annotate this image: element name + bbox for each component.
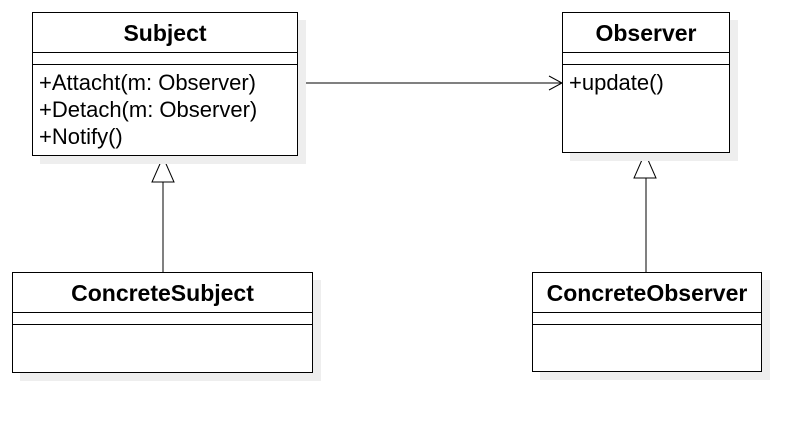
attributes-compartment [563, 53, 729, 65]
class-concrete-observer[interactable]: ConcreteObserver [532, 272, 762, 372]
operation-item: +Notify() [39, 124, 123, 149]
class-subject[interactable]: Subject +Attacht(m: Observer) +Detach(m:… [32, 12, 298, 156]
operations-compartment [13, 325, 312, 329]
class-name: Observer [563, 13, 729, 53]
generalization-triangle-subject [151, 155, 175, 183]
operations-compartment: +Attacht(m: Observer) +Detach(m: Observe… [33, 65, 297, 150]
operation-item: +update() [569, 70, 664, 95]
operation-item: +Attacht(m: Observer) [39, 70, 257, 95]
class-concrete-subject[interactable]: ConcreteSubject [12, 272, 313, 373]
attributes-compartment [533, 313, 761, 325]
class-name: ConcreteObserver [533, 273, 761, 313]
class-observer[interactable]: Observer +update() [562, 12, 730, 153]
operations-compartment [533, 325, 761, 329]
class-name: ConcreteSubject [13, 273, 312, 313]
generalization-triangle-observer [633, 151, 657, 179]
operations-compartment: +update() [563, 65, 729, 96]
attributes-compartment [13, 313, 312, 325]
class-name: Subject [33, 13, 297, 53]
operation-item: +Detach(m: Observer) [39, 97, 258, 122]
attributes-compartment [33, 53, 297, 65]
